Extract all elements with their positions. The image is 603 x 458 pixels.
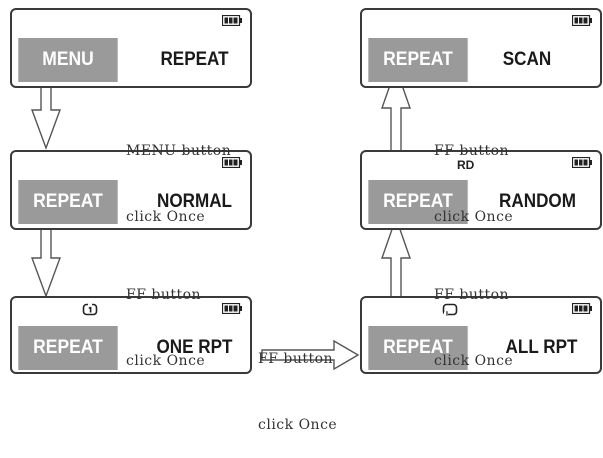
repeat-all-icon xyxy=(442,303,458,316)
caption-line: FF button xyxy=(126,287,202,303)
flow-arrow-icon xyxy=(30,77,62,151)
caption-line: FF button xyxy=(434,287,510,303)
battery-icon xyxy=(572,15,592,26)
battery-icon xyxy=(222,303,242,314)
battery-icon xyxy=(222,15,242,26)
screen-value-label: REPEAT xyxy=(160,49,229,70)
step-caption: FF button click Once xyxy=(434,96,513,250)
lcd-screen-one-rpt: REPEAT ONE RPT xyxy=(10,296,252,374)
random-indicator: RD xyxy=(457,158,475,172)
screen-value-label: ONE RPT xyxy=(156,337,233,358)
caption-line: FF button xyxy=(434,143,510,159)
caption-line: FF button xyxy=(258,351,334,367)
flow-arrows xyxy=(30,65,411,371)
screen-highlight-label: REPEAT xyxy=(368,38,468,82)
lcd-screen-all-rpt: REPEAT ALL RPT xyxy=(360,296,602,374)
screen-highlight-label: REPEAT xyxy=(18,326,118,370)
lcd-screen-scan: REPEAT SCAN xyxy=(360,8,602,88)
lcd-screen-menu: MENU REPEAT xyxy=(10,8,252,88)
battery-icon xyxy=(572,303,592,314)
step-caption: FF button click Once xyxy=(258,304,337,458)
screen-highlight-label: REPEAT xyxy=(368,180,468,224)
screen-highlight-label: REPEAT xyxy=(18,180,118,224)
caption-line: click Once xyxy=(258,417,338,433)
caption-line: click Once xyxy=(126,209,206,225)
step-caption: FF button click Once xyxy=(126,240,205,394)
step-caption: FF button click Once xyxy=(434,240,513,394)
step-caption: MENU button click Once xyxy=(126,96,231,250)
flow-arrow-icon xyxy=(261,339,360,371)
battery-icon xyxy=(572,157,592,168)
screen-value-label: ALL RPT xyxy=(505,337,578,358)
caption-line: click Once xyxy=(126,353,206,369)
lcd-screen-random: RD REPEAT RANDOM xyxy=(360,150,602,230)
caption-line: click Once xyxy=(434,353,514,369)
caption-line: click Once xyxy=(434,209,514,225)
lcd-screen-normal: REPEAT NORMAL xyxy=(10,150,252,230)
screen-highlight-label: REPEAT xyxy=(368,326,468,370)
screen-value-label: NORMAL xyxy=(156,191,233,212)
screen-highlight-label: MENU xyxy=(18,38,118,82)
screen-value-label: SCAN xyxy=(502,49,552,70)
caption-line: MENU button xyxy=(126,143,232,159)
screen-value-label: RANDOM xyxy=(499,191,576,212)
battery-icon xyxy=(222,157,242,168)
repeat-one-icon xyxy=(82,303,98,316)
